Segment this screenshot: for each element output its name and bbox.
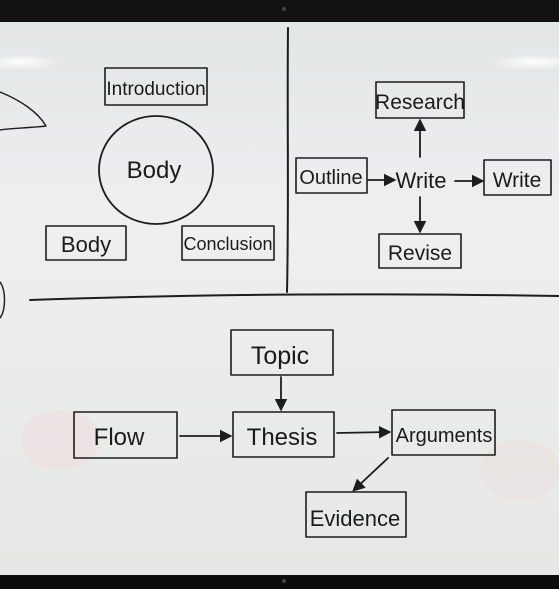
faint-stain-right — [480, 440, 559, 500]
outline-label: Outline — [299, 167, 362, 189]
conclusion-label: Conclusion — [183, 234, 272, 254]
evidence-label: Evidence — [310, 506, 401, 531]
thesis-node: Thesis — [232, 411, 335, 458]
write-box-label: Write — [493, 169, 542, 192]
glare-left — [0, 54, 60, 70]
body-circle-node: Body — [98, 115, 214, 225]
thesis-label: Thesis — [247, 424, 318, 451]
frame-screw-bottom — [282, 579, 286, 583]
horizontal-divider — [29, 293, 559, 301]
flow-node: Flow — [73, 411, 178, 459]
topic-node: Topic — [230, 329, 334, 376]
arrow-thesis-to-arguments — [336, 425, 392, 439]
flow-label: Flow — [94, 424, 145, 451]
arguments-node: Arguments — [391, 409, 496, 456]
revise-node: Revise — [378, 233, 462, 269]
topic-label: Topic — [251, 342, 309, 370]
vertical-divider — [286, 27, 289, 293]
partial-sketch-top-left — [0, 91, 47, 131]
outline-node: Outline — [295, 157, 368, 194]
body-node: Body — [45, 225, 127, 261]
introduction-label: Introduction — [106, 79, 205, 100]
introduction-node: Introduction — [104, 67, 208, 106]
arguments-label: Arguments — [396, 425, 493, 447]
board-tray — [0, 575, 559, 589]
research-label: Research — [375, 91, 465, 114]
partial-sketch-mid-left — [0, 281, 6, 319]
circle-body-label: Body — [127, 157, 182, 184]
glare-right — [490, 54, 559, 70]
write-center-label: Write — [396, 168, 447, 193]
revise-label: Revise — [388, 242, 452, 265]
research-node: Research — [375, 81, 465, 119]
faint-stain — [20, 410, 100, 470]
conclusion-node: Conclusion — [181, 225, 275, 261]
frame-screw-top — [282, 7, 286, 11]
body-label: Body — [61, 232, 111, 257]
arrow-arguments-to-evidence — [352, 457, 389, 492]
evidence-node: Evidence — [305, 491, 407, 538]
